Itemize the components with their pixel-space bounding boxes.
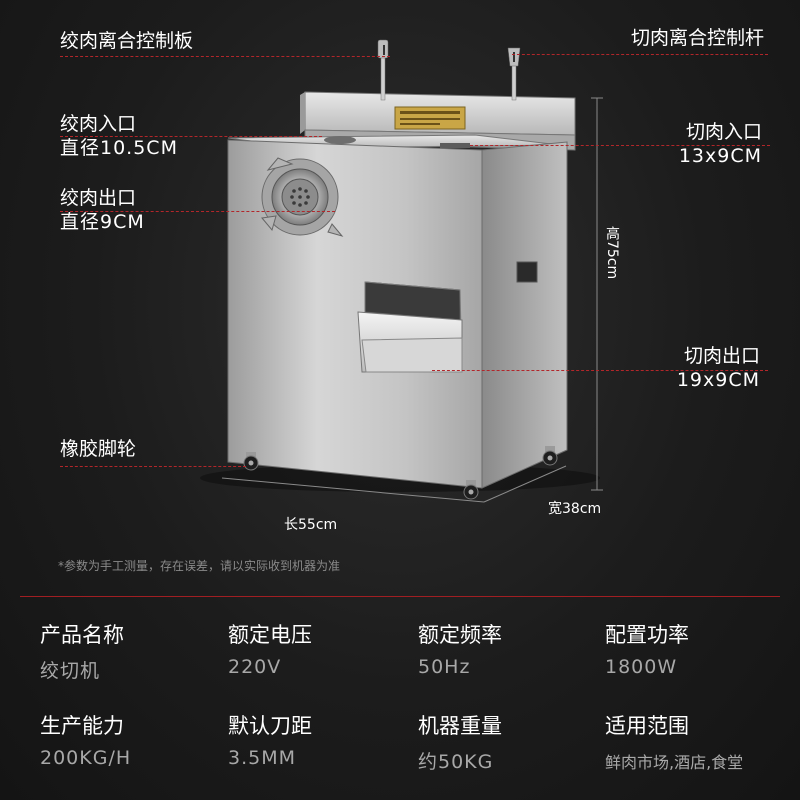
spec-label-product-name: 产品名称 — [40, 623, 124, 647]
slicer-outlet-size: 19x9CM — [676, 369, 760, 391]
spec-value-power: 1800W — [605, 656, 678, 678]
slicer-outlet-title: 切肉出口 — [683, 345, 760, 367]
grinder-outlet-title: 绞肉出口 — [60, 187, 137, 209]
spec-label-rated-voltage: 额定电压 — [228, 623, 312, 647]
slicer-clutch-lever — [507, 47, 521, 101]
spec-label-application: 适用范围 — [605, 714, 689, 738]
label-slicer-outlet: 切肉出口 19x9CM — [677, 344, 760, 392]
label-casters: 橡胶脚轮 — [60, 438, 137, 460]
grinder-inlet-size: 直径10.5CM — [60, 137, 178, 159]
label-grinder-inlet: 绞肉入口 直径10.5CM — [60, 112, 178, 160]
grinder-inlet-hole — [324, 136, 356, 144]
leader-slicer-clutch-lever — [512, 54, 768, 55]
spec-value-weight: 约50KG — [418, 751, 494, 773]
section-divider — [20, 596, 780, 597]
label-grinder-clutch-panel: 绞肉离合控制板 — [60, 30, 194, 52]
leader-grinder-inlet — [60, 136, 322, 137]
spec-value-capacity: 200KG/H — [40, 747, 132, 769]
dimension-height: 高75cm — [604, 226, 620, 280]
spec-value-rated-frequency: 50Hz — [418, 656, 471, 678]
leader-grinder-outlet — [60, 211, 335, 212]
caster-front-right — [463, 480, 479, 500]
spec-label-rated-frequency: 额定频率 — [418, 623, 502, 647]
measurement-note: *参数为手工测量，存在误差，请以实际收到机器为准 — [58, 559, 341, 573]
leader-slicer-inlet — [470, 145, 770, 146]
leader-grinder-clutch-panel — [60, 56, 390, 57]
spec-label-weight: 机器重量 — [418, 714, 502, 738]
dimension-width: 宽38cm — [548, 501, 602, 517]
label-grinder-outlet: 绞肉出口 直径9CM — [60, 186, 145, 234]
leader-casters — [60, 466, 246, 467]
caster-front-left — [243, 452, 259, 471]
slicer-inlet-size: 13x9CM — [678, 145, 762, 167]
spec-value-application: 鲜肉市场,酒店,食堂 — [605, 753, 744, 772]
spec-value-rated-voltage: 220V — [228, 656, 282, 678]
spec-value-product-name: 绞切机 — [40, 660, 101, 682]
grinder-outlet-size: 直径9CM — [60, 211, 145, 233]
side-vent — [516, 261, 538, 283]
dimension-lines — [221, 97, 603, 503]
slicer-outlet-chute — [357, 281, 463, 373]
label-slicer-clutch-lever: 切肉离合控制杆 — [630, 27, 764, 49]
dimension-length: 长55cm — [284, 517, 338, 533]
spec-label-power: 配置功率 — [605, 623, 689, 647]
leader-slicer-outlet — [432, 370, 768, 371]
label-slicer-inlet: 切肉入口 13x9CM — [679, 120, 762, 168]
grinder-inlet-title: 绞肉入口 — [60, 113, 137, 135]
cabinet-side — [481, 141, 568, 489]
slicer-inlet-title: 切肉入口 — [685, 121, 762, 143]
slicer-inlet-slot — [440, 143, 470, 148]
grinder-clutch-lever — [377, 39, 389, 101]
spec-label-blade-spacing: 默认刀距 — [228, 714, 312, 738]
spec-value-blade-spacing: 3.5MM — [228, 747, 297, 769]
caster-back-right — [542, 446, 558, 466]
spec-label-capacity: 生产能力 — [40, 714, 124, 738]
